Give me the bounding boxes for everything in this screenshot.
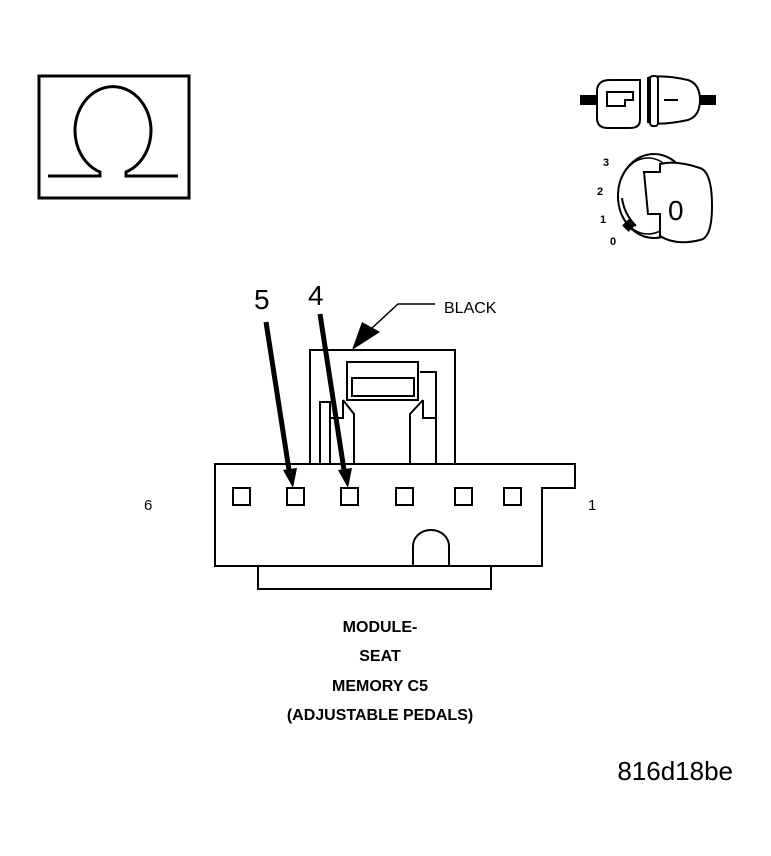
title-line-4: (ADJUSTABLE PEDALS) — [287, 707, 473, 724]
ignition-position-3: 3 — [603, 157, 609, 169]
end-label-left: 6 — [144, 497, 152, 514]
cavity-2 — [454, 487, 473, 506]
figure-code: 816d18be — [617, 756, 733, 786]
ignition-key-label: 0 — [668, 195, 684, 226]
color-callout-leader — [352, 303, 435, 350]
cavity-1 — [503, 487, 522, 506]
ignition-position-0: 0 — [610, 236, 616, 248]
connector-disconnected-icon — [580, 75, 716, 129]
connector-body — [214, 349, 576, 590]
connector-color-label: BLACK — [444, 300, 497, 317]
title-line-1: MODULE- — [343, 619, 418, 636]
pin-cavities — [232, 487, 522, 506]
pin-arrows — [263, 313, 352, 488]
ignition-key-off-icon: 3 2 1 0 0 — [597, 153, 714, 248]
ignition-position-2: 2 — [597, 186, 603, 198]
title-line-2: SEAT — [359, 648, 401, 665]
cavity-5 — [286, 487, 305, 506]
pin-callout-5: 5 — [254, 284, 270, 315]
end-label-right: 1 — [588, 497, 596, 514]
pin-callout-4: 4 — [308, 280, 324, 311]
ohmmeter-icon — [37, 74, 191, 200]
cavity-6 — [232, 487, 251, 506]
ignition-position-1: 1 — [600, 214, 606, 226]
connector-title: MODULE- SEAT MEMORY C5 (ADJUSTABLE PEDAL… — [287, 619, 473, 724]
cavity-3 — [395, 487, 414, 506]
title-line-3: MEMORY C5 — [332, 678, 428, 695]
cavity-4 — [340, 487, 359, 506]
